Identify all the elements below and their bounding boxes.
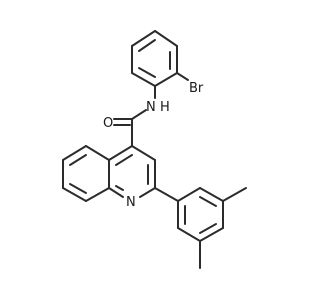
bond	[131, 72, 156, 87]
bond	[85, 187, 110, 202]
bond	[62, 187, 87, 202]
double-bond-inner	[69, 154, 87, 166]
double-bond-inner	[115, 154, 133, 166]
bond	[154, 72, 178, 87]
bromine-label: Br	[189, 81, 204, 96]
c-br-bond	[176, 72, 189, 81]
double-bond-inner	[199, 196, 217, 207]
bond	[62, 145, 87, 161]
bond	[199, 227, 224, 242]
double-bond-inner	[138, 39, 156, 52]
bond	[108, 145, 133, 161]
bond	[199, 187, 224, 202]
bond	[131, 145, 156, 161]
double-bond-inner	[199, 223, 217, 234]
amide-hydrogen-label: H	[160, 100, 170, 115]
molecule-structure: Br N H O N	[62, 30, 247, 269]
amide-nitrogen-label: N	[146, 100, 156, 115]
dimethylphenyl-ring	[177, 187, 224, 242]
bond	[85, 145, 110, 161]
double-bond-inner	[138, 67, 156, 78]
quinoline-benzo-ring	[62, 145, 110, 202]
biaryl-bond	[154, 187, 179, 202]
bond	[154, 30, 178, 47]
amide-c-n-bond	[131, 109, 147, 120]
quinoline-pyridine-ring	[108, 145, 156, 198]
molecule-diagram: Br N H O N	[62, 30, 247, 269]
bromophenyl-ring	[131, 30, 178, 87]
bond	[177, 187, 201, 202]
methyl-bond	[222, 187, 247, 202]
ring-nitrogen-label: N	[126, 195, 136, 210]
double-bond-inner	[115, 185, 124, 191]
bond	[108, 187, 124, 198]
double-bond-inner	[69, 183, 87, 194]
bond	[139, 187, 156, 198]
bond	[177, 227, 201, 242]
bond	[131, 30, 156, 47]
amide-oxygen-label: O	[103, 116, 113, 131]
